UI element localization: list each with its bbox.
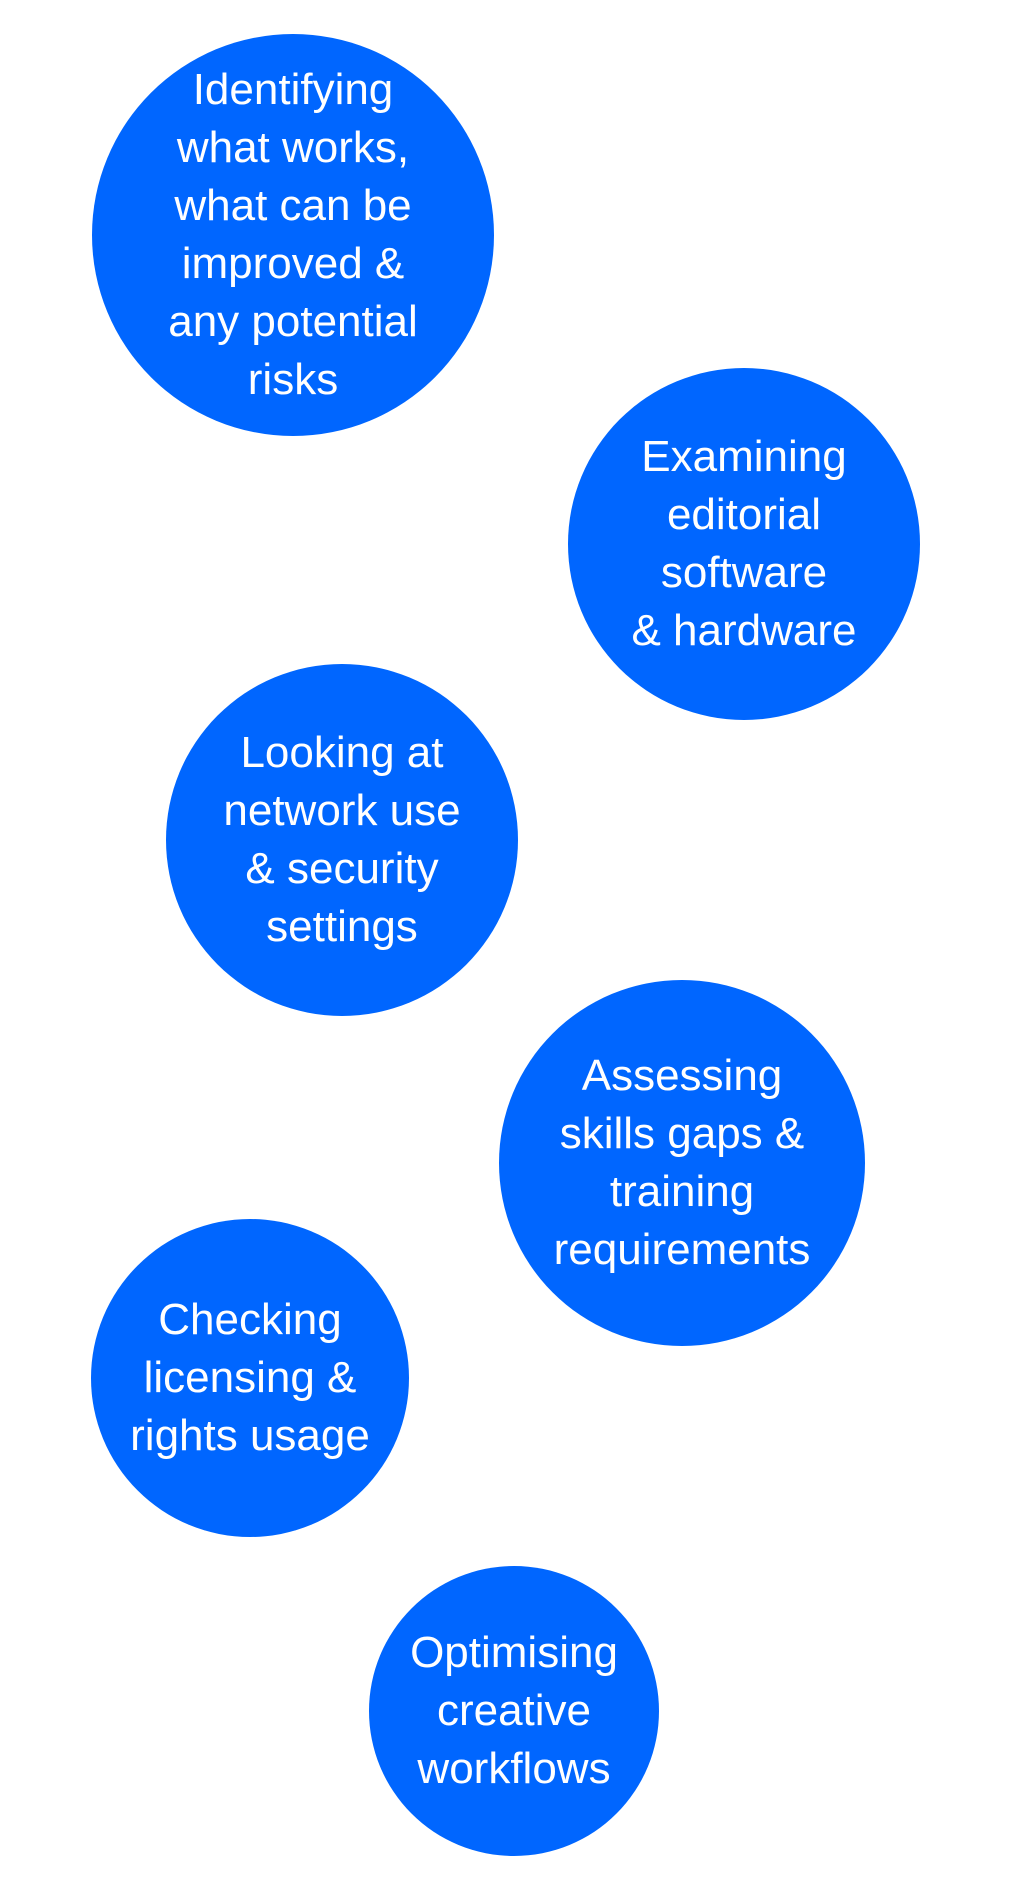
bubble-label: Identifying what works, what can be impr… xyxy=(168,65,418,404)
bubble-skills-training: Assessing skills gaps & training require… xyxy=(499,980,865,1346)
bubble-label: Examining editorial software & hardware xyxy=(631,432,857,655)
bubble-label: Assessing skills gaps & training require… xyxy=(553,1051,811,1274)
bubble-network-security: Looking at network use & security settin… xyxy=(166,664,518,1016)
bubble-creative-workflows: Optimising creative workflows xyxy=(369,1566,659,1856)
bubble-label: Looking at network use & security settin… xyxy=(223,728,461,951)
bubble-examining-software-hardware: Examining editorial software & hardware xyxy=(568,368,920,720)
bubble-licensing-rights: Checking licensing & rights usage xyxy=(91,1219,409,1537)
bubble-identifying-what-works: Identifying what works, what can be impr… xyxy=(92,34,494,436)
bubble-label: Optimising creative workflows xyxy=(410,1628,618,1793)
bubble-label: Checking licensing & rights usage xyxy=(130,1295,370,1460)
